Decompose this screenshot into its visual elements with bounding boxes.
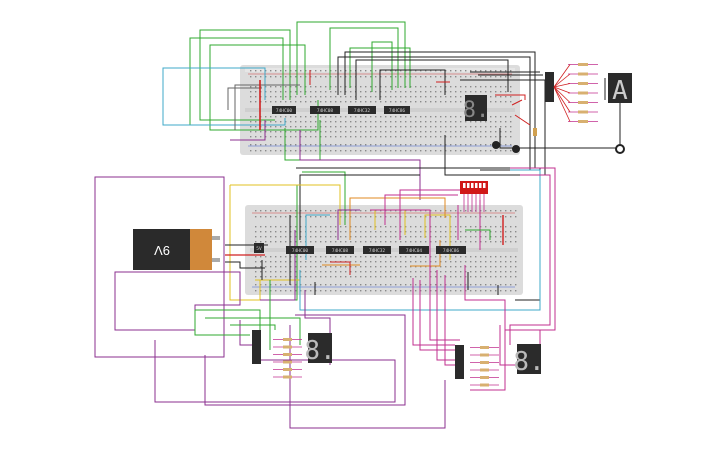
resistor <box>578 91 588 95</box>
display-digit: 8. <box>463 98 490 123</box>
chip-label: 74HC00 <box>292 248 309 254</box>
display-digit: 8. <box>304 336 335 366</box>
chip-label: 74HC86 <box>389 108 406 114</box>
top-push-button-2[interactable] <box>512 145 520 153</box>
resistor <box>578 72 588 76</box>
display-digit: A <box>612 76 628 106</box>
power-module[interactable]: 5V <box>254 243 264 253</box>
top-connector-node[interactable] <box>615 144 625 154</box>
resistor <box>480 346 489 349</box>
battery-label: 9V <box>154 243 170 258</box>
bottom-right-resistors <box>470 346 499 387</box>
chip-label: 74HC08 <box>332 248 349 254</box>
chip-label: 74HC32 <box>354 108 371 114</box>
bottom-chip-3[interactable]: 74HC32 <box>363 246 391 254</box>
resistor <box>480 376 489 379</box>
resistor <box>283 345 292 349</box>
top-right-display-wires <box>604 78 621 145</box>
dip-switch-wires <box>463 194 485 212</box>
resistor <box>480 361 489 364</box>
bottom-left-seven-segment-display[interactable]: 8. <box>304 333 336 366</box>
bottom-left-resistors <box>273 338 302 379</box>
resistor <box>480 353 489 357</box>
resistor <box>283 368 292 371</box>
top-chip-row: 74HC00 74HC08 74HC32 74HC86 <box>272 106 410 114</box>
chip-label: 74HC00 <box>276 108 293 114</box>
chip-label: 74HC04 <box>406 248 423 254</box>
resistor <box>283 353 292 356</box>
resistor <box>578 82 588 85</box>
top-breadboard-holes <box>250 70 512 152</box>
top-right-resistors <box>553 63 598 123</box>
bottom-chip-1[interactable]: 74HC00 <box>286 246 314 254</box>
resistor <box>480 383 489 387</box>
bottom-chip-2[interactable]: 74HC08 <box>326 246 354 254</box>
resistor <box>283 360 292 364</box>
resistor <box>480 368 489 372</box>
bottom-chip-row: 74HC00 74HC08 74HC32 74HC04 74HC86 <box>286 246 466 254</box>
resistor <box>283 375 292 379</box>
resistor <box>283 338 292 341</box>
bottom-right-seven-segment-display[interactable]: 8. <box>513 344 545 377</box>
bottom-breadboard-holes <box>255 210 517 292</box>
bottom-chip-5[interactable]: 74HC86 <box>436 246 466 254</box>
top-right-decoder-chip[interactable] <box>545 72 554 102</box>
chip-label: 74HC32 <box>369 248 386 254</box>
resistor <box>578 101 588 104</box>
top-right-seven-segment-display[interactable]: A <box>608 73 632 106</box>
top-chip-2[interactable]: 74HC08 <box>310 106 340 114</box>
power-module-label: 5V <box>256 246 262 252</box>
chip-label: 74HC86 <box>443 248 460 254</box>
top-chip-1[interactable]: 74HC00 <box>272 106 296 114</box>
resistor <box>578 120 588 123</box>
battery-9v[interactable]: 9V <box>133 229 220 270</box>
top-push-button-1[interactable] <box>492 141 500 149</box>
bottom-chip-4[interactable]: 74HC04 <box>399 246 429 254</box>
chip-label: 74HC08 <box>317 108 334 114</box>
dip-switch[interactable] <box>460 181 488 194</box>
resistor <box>578 63 588 66</box>
top-board-seven-segment-display[interactable]: 8. <box>463 95 490 123</box>
top-resistor-small <box>533 128 537 136</box>
bottom-right-decoder-chip[interactable] <box>455 345 464 379</box>
top-chip-3[interactable]: 74HC32 <box>348 106 376 114</box>
wiring <box>94 21 621 429</box>
top-chip-4[interactable]: 74HC86 <box>384 106 410 114</box>
display-digit: 8. <box>513 347 544 377</box>
resistor <box>578 110 588 114</box>
bottom-left-decoder-chip[interactable] <box>252 330 261 364</box>
dip-switch-keys <box>463 183 486 188</box>
